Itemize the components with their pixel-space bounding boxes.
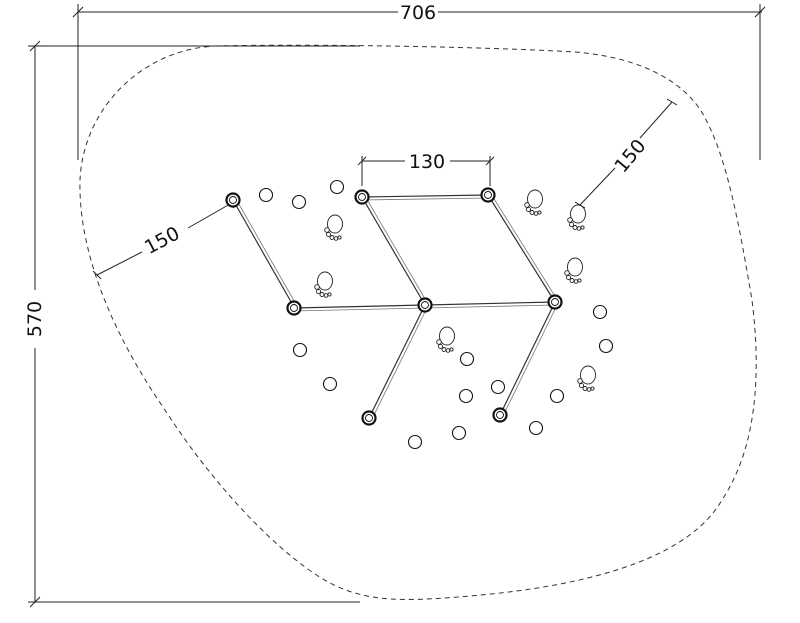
post xyxy=(480,187,496,203)
stepping-stone xyxy=(451,425,467,441)
stepping-stone xyxy=(490,379,506,395)
footprint-icon xyxy=(564,257,583,284)
rope xyxy=(499,301,559,417)
dimension-spacing: 130 xyxy=(357,151,495,186)
clearance-left-label: 150 xyxy=(141,222,183,258)
stepping-stone xyxy=(528,420,544,436)
stepping-stone xyxy=(407,434,423,450)
post xyxy=(361,410,377,426)
spacing-label: 130 xyxy=(409,151,445,173)
stepping-stone xyxy=(291,194,307,210)
dimension-height: 570 xyxy=(24,40,360,608)
post xyxy=(492,407,508,423)
dimension-clearance-left: 150 xyxy=(92,199,235,280)
post xyxy=(286,300,302,316)
footprint-icon xyxy=(324,214,343,241)
footprint-icon xyxy=(567,204,586,231)
stepping-stones xyxy=(258,179,614,450)
footprints xyxy=(314,189,596,392)
width-label: 706 xyxy=(400,2,436,24)
safety-zone-outline xyxy=(79,44,757,600)
rope xyxy=(361,195,429,306)
post xyxy=(225,192,241,208)
rope xyxy=(361,194,489,201)
rope xyxy=(368,304,429,420)
footprint-icon xyxy=(436,326,455,353)
stepping-stone xyxy=(322,376,338,392)
footprint-icon xyxy=(577,365,596,392)
stepping-stone xyxy=(292,342,308,358)
dimension-width: 706 xyxy=(72,2,766,160)
stepping-stone xyxy=(598,338,614,354)
rope xyxy=(293,304,426,312)
stepping-stone xyxy=(549,388,565,404)
stepping-stone xyxy=(458,388,474,404)
footprint-icon xyxy=(524,189,543,216)
rope xyxy=(424,301,556,309)
rope-network xyxy=(232,193,559,420)
dimension-clearance-right: 150 xyxy=(574,98,678,209)
footprint-icon xyxy=(314,271,333,298)
clearance-right-label: 150 xyxy=(610,135,650,177)
stepping-stone xyxy=(329,179,345,195)
stepping-stone xyxy=(258,187,274,203)
rope xyxy=(487,193,559,303)
height-label: 570 xyxy=(24,301,46,337)
post xyxy=(547,294,563,310)
posts xyxy=(225,187,563,426)
rope xyxy=(232,198,298,308)
stepping-stone xyxy=(459,351,475,367)
post xyxy=(354,189,370,205)
stepping-stone xyxy=(592,304,608,320)
post xyxy=(417,297,433,313)
